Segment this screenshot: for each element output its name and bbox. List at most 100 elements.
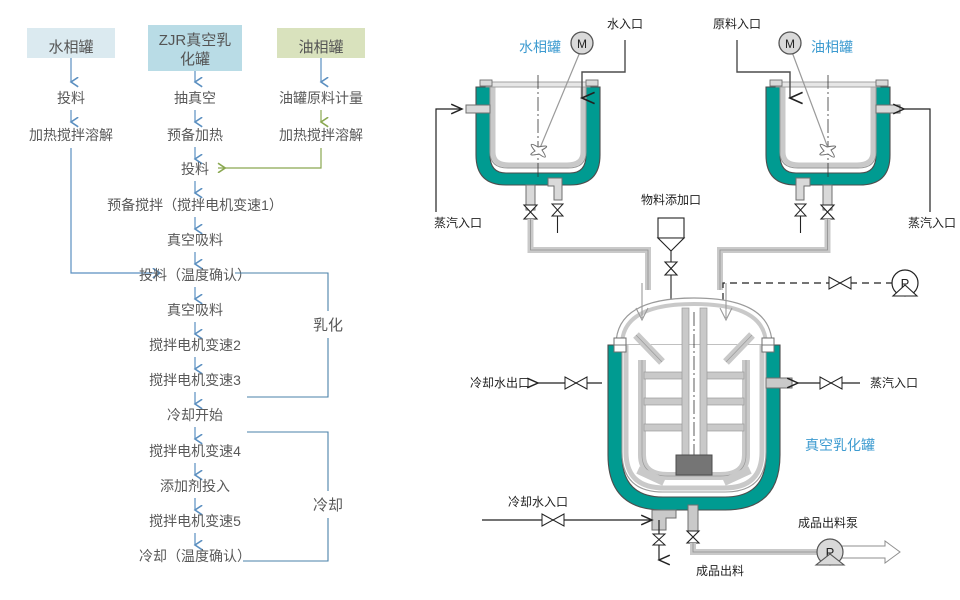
vacuum-pump-label: P bbox=[901, 276, 910, 291]
water-tank-agitator-shaft bbox=[539, 51, 581, 149]
water-tank-outlet-valve bbox=[522, 204, 539, 220]
scraper-arm-lower-right bbox=[722, 466, 752, 486]
material-port-valve bbox=[663, 261, 679, 276]
flow-step-center-12: 搅拌电机变速5 bbox=[149, 513, 241, 529]
bracket-cool-top bbox=[247, 431, 329, 491]
cooling-outlet-valve-a bbox=[564, 376, 578, 390]
main-tank-scraper-frame-outline bbox=[641, 360, 747, 477]
cooling-water-bottom-nozzle bbox=[651, 509, 677, 531]
label-emulsifier-tank: 真空乳化罐 bbox=[805, 437, 875, 453]
material-port-hopper-body bbox=[657, 217, 685, 239]
oil-transfer-pipe bbox=[717, 219, 831, 290]
main-shaft-left bbox=[681, 307, 690, 464]
oil-tank-outlet-valve bbox=[819, 204, 836, 220]
leader-steam-right bbox=[892, 103, 931, 212]
label-steam-inlet-left: 蒸汽入口 bbox=[434, 215, 482, 230]
scraper-arm-upper-left-line bbox=[635, 334, 663, 363]
vacuum-line-group: P bbox=[722, 269, 919, 312]
homogenizer-head bbox=[675, 454, 713, 476]
water-tank-lid-lug-left bbox=[479, 79, 493, 87]
cooling-drain-valve bbox=[651, 533, 667, 546]
baffle-left-1 bbox=[643, 371, 687, 380]
label-steam-inlet-right: 蒸汽入口 bbox=[908, 215, 956, 230]
inlet-arrow-right bbox=[719, 283, 733, 322]
process-flowchart: 水相罐 ZJR真空乳 化罐 油相罐 投料 加热搅拌溶解 油罐原料计量 加热搅拌溶… bbox=[0, 0, 430, 600]
vacuum-dashed-line bbox=[722, 282, 892, 312]
equipment-pid-diagram: M 水相罐 水入口 蒸汽入口 bbox=[430, 0, 960, 600]
header-box-emulsifier bbox=[148, 25, 242, 71]
oil-tank-drain-valve bbox=[793, 203, 808, 217]
cooling-inlet-valve-a bbox=[541, 513, 555, 527]
oil-tank-steam-nozzle bbox=[875, 104, 901, 114]
oil-tank-lid-lug-left bbox=[769, 79, 783, 87]
flow-step-center-8: 搅拌电机变速3 bbox=[149, 372, 241, 388]
label-product-discharge-pump: 成品出料泵 bbox=[798, 516, 858, 530]
header-box-water bbox=[27, 28, 115, 58]
main-steam-valve-b bbox=[829, 376, 843, 390]
flow-step-center-4: 真空吸料 bbox=[167, 232, 223, 248]
water-tank-motor-label: M bbox=[577, 37, 587, 51]
main-tank-dome-wall bbox=[620, 301, 768, 346]
water-transfer-pipe bbox=[527, 219, 651, 290]
scraper-arm-lower-left bbox=[636, 466, 666, 486]
flow-step-center-5: 投料（温度确认） bbox=[139, 267, 251, 283]
flow-step-center-10: 搅拌电机变速4 bbox=[149, 443, 241, 459]
flow-step-center-1: 预备加热 bbox=[167, 127, 223, 143]
inlet-arrow-left bbox=[635, 283, 649, 322]
leader-water-inlet bbox=[579, 40, 626, 105]
cooling-outlet-valve-b bbox=[574, 376, 588, 390]
material-port-hopper-cone bbox=[656, 237, 686, 252]
label-material-add-port: 物料添加口 bbox=[641, 193, 701, 207]
oil-tank-drain-nozzle bbox=[795, 177, 811, 201]
scraper-arm-upper-right-line bbox=[725, 334, 753, 363]
main-tank-steam-nozzle bbox=[765, 377, 793, 389]
group-label-cool: 冷却 bbox=[313, 497, 343, 514]
baffle-left-3 bbox=[643, 423, 687, 432]
oil-tank-motor-label: M bbox=[785, 37, 795, 51]
bracket-emulsify-bottom bbox=[247, 338, 329, 398]
cooling-inlet-valve-b bbox=[551, 513, 565, 527]
group-label-emulsify: 乳化 bbox=[313, 317, 343, 334]
product-discharge-valve bbox=[685, 530, 701, 544]
vacuum-line-valve-right bbox=[838, 276, 852, 290]
baffle-right-2 bbox=[701, 397, 745, 406]
water-tank-motor bbox=[570, 31, 594, 55]
main-tank-jacket bbox=[607, 344, 781, 511]
header-label-emulsifier-line1: ZJR真空乳 bbox=[159, 31, 232, 49]
flow-step-water-0: 投料 bbox=[57, 90, 85, 106]
flow-step-center-9: 冷却开始 bbox=[167, 407, 223, 423]
main-tank-discharge-nozzle bbox=[687, 504, 699, 532]
baffle-right-1 bbox=[701, 371, 745, 380]
label-cooling-water-outlet: 冷却水出口 bbox=[470, 376, 530, 390]
arrow-water-to-charge bbox=[70, 148, 160, 273]
vacuum-pump-base bbox=[891, 284, 919, 297]
oil-tank-agitator-shaft bbox=[791, 51, 829, 149]
bracket-cool-bottom bbox=[243, 518, 329, 562]
oil-tank-lid-lug-right bbox=[875, 79, 889, 87]
water-tank-drain-valve bbox=[550, 203, 565, 217]
material-addition-port bbox=[656, 217, 686, 311]
baffle-right-3 bbox=[701, 423, 745, 432]
header-label-emulsifier-line2: 化罐 bbox=[180, 51, 210, 68]
product-discharge-pipe bbox=[690, 543, 830, 555]
baffle-left-2 bbox=[643, 397, 687, 406]
flow-step-center-3: 预备搅拌（搅拌电机变速1） bbox=[107, 197, 283, 213]
water-tank-impeller bbox=[530, 143, 548, 158]
water-phase-tank: M bbox=[465, 31, 651, 290]
product-discharge-pump-label: P bbox=[826, 545, 835, 560]
header-box-oil bbox=[277, 28, 365, 58]
main-shaft-right bbox=[699, 307, 708, 464]
header-label-water: 水相罐 bbox=[48, 39, 93, 56]
flow-step-oil-0: 油罐原料计量 bbox=[279, 90, 363, 106]
water-tank-lid-lug-right bbox=[585, 79, 599, 87]
flow-step-oil-1: 加热搅拌溶解 bbox=[279, 127, 363, 143]
product-discharge-pipe-outline bbox=[692, 543, 830, 553]
main-steam-valve-a bbox=[819, 376, 833, 390]
label-material-inlet: 原料入口 bbox=[713, 17, 761, 31]
leader-steam-left bbox=[435, 103, 464, 212]
flow-step-water-1: 加热搅拌溶解 bbox=[29, 127, 113, 143]
main-tank-wall bbox=[623, 345, 765, 491]
water-tank-steam-nozzle bbox=[465, 104, 491, 114]
label-cooling-water-inlet: 冷却水入口 bbox=[508, 495, 568, 509]
